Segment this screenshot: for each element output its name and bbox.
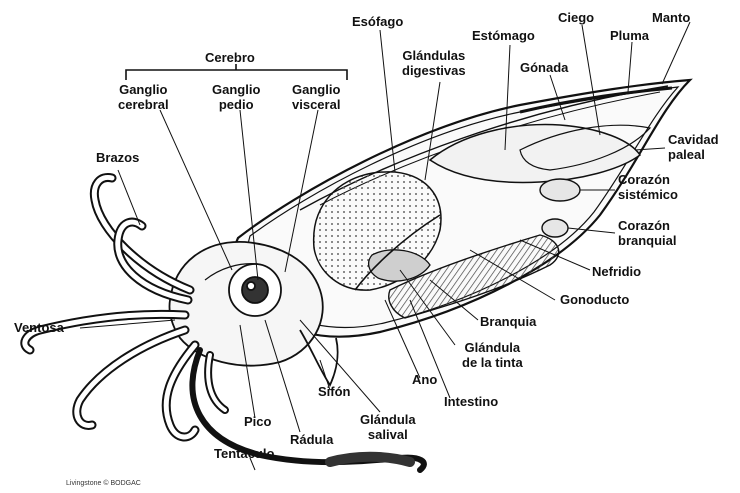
label-estomago: Estómago <box>472 28 535 43</box>
label-ventosa: Ventosa <box>14 320 64 335</box>
label-gonada: Gónada <box>520 60 568 75</box>
label-esofago: Esófago <box>352 14 403 29</box>
label-ciego: Ciego <box>558 10 594 25</box>
label-brazos: Brazos <box>96 150 139 165</box>
label-gonoducto: Gonoducto <box>560 292 629 307</box>
label-glandula-salival: Glándula salival <box>360 412 416 442</box>
label-intestino: Intestino <box>444 394 498 409</box>
label-ganglio-visceral: Ganglio visceral <box>292 82 340 112</box>
label-glandula-tinta: Glándula de la tinta <box>462 340 523 370</box>
brain-bracket <box>126 64 347 80</box>
label-ano: Ano <box>412 372 437 387</box>
label-corazon-branquial: Corazón branquial <box>618 218 677 248</box>
credit-text: Livingstone © BODGAC <box>66 480 141 487</box>
label-pico: Pico <box>244 414 271 429</box>
label-ganglio-pedio: Ganglio pedio <box>212 82 260 112</box>
branchial-heart <box>542 219 568 237</box>
label-nefridio: Nefridio <box>592 264 641 279</box>
label-radula: Rádula <box>290 432 333 447</box>
label-glandulas-digestivas: Glándulas digestivas <box>402 48 466 78</box>
label-sifon: Sifón <box>318 384 351 399</box>
label-manto: Manto <box>652 10 690 25</box>
label-ganglio-cerebral: Ganglio cerebral <box>118 82 169 112</box>
label-corazon-sistemico: Corazón sistémico <box>618 172 678 202</box>
label-cavidad-paleal: Cavidad paleal <box>668 132 719 162</box>
systemic-heart <box>540 179 580 201</box>
label-branquia: Branquia <box>480 314 536 329</box>
label-pluma: Pluma <box>610 28 649 43</box>
label-cerebro: Cerebro <box>205 50 255 65</box>
label-tentaculo: Tentáculo <box>214 446 274 461</box>
